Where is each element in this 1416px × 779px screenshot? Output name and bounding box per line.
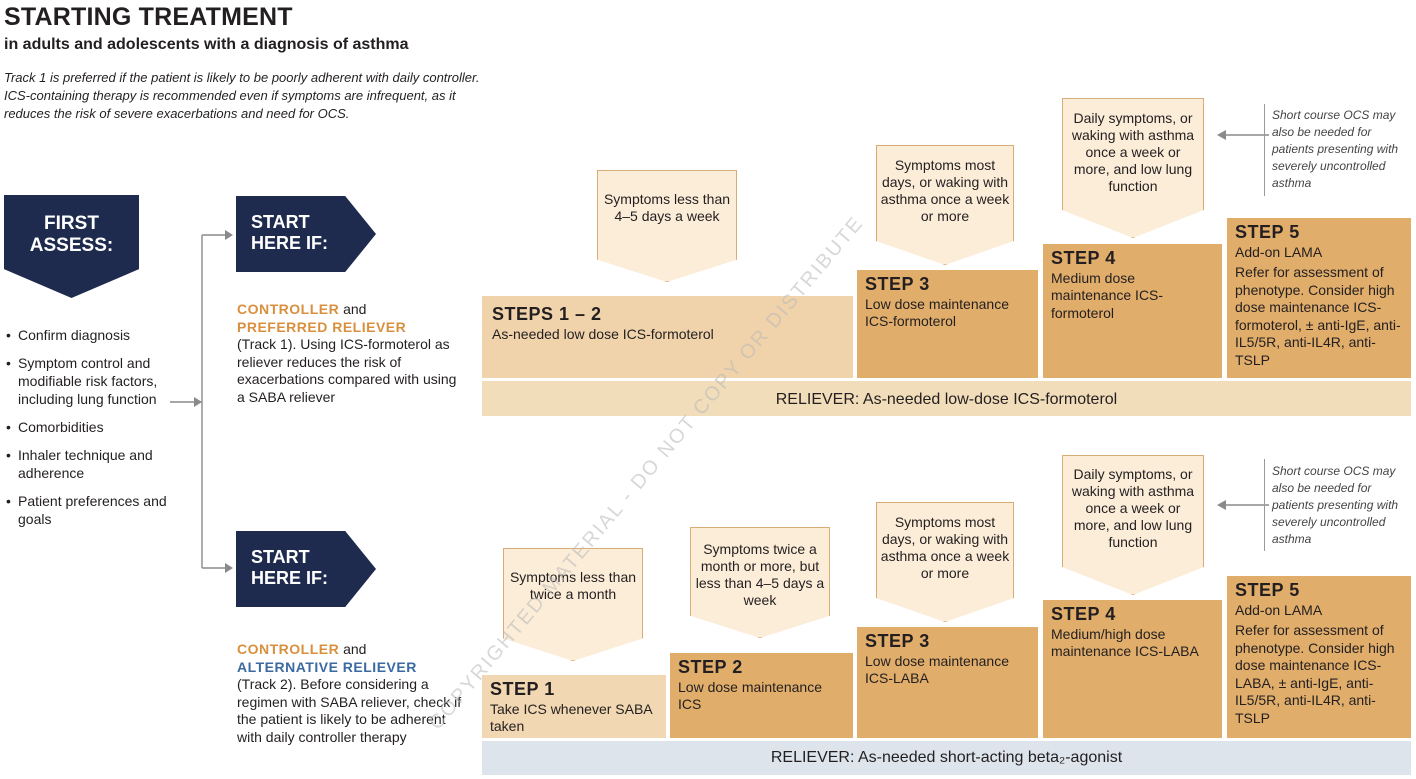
- list-item: Confirm diagnosis: [6, 326, 183, 344]
- track2-step2-box: STEP 2 Low dose maintenance ICS: [670, 653, 853, 738]
- track2-callout-step4-text: Daily symptoms, or waking with asthma on…: [1071, 466, 1195, 550]
- step-text: Low dose maintenance ICS-formoterol: [865, 295, 1009, 330]
- track1-reliever-bar: RELIEVER: As-needed low-dose ICS-formote…: [482, 381, 1411, 416]
- track1-and: and: [339, 301, 367, 317]
- start-here-banner-track1: START HERE IF:: [236, 196, 376, 272]
- step-text: Low dose maintenance ICS: [678, 678, 822, 713]
- step-label: STEP 4: [1051, 248, 1116, 268]
- track1-description: CONTROLLER and PREFERRED RELIEVER (Track…: [237, 301, 465, 406]
- track1-steps12-box: STEPS 1 – 2 As-needed low dose ICS-formo…: [482, 296, 853, 378]
- track2-description-text: (Track 2). Before considering a regimen …: [237, 676, 462, 745]
- track1-callout-step3-text: Symptoms most days, or waking with asthm…: [880, 157, 1010, 224]
- list-item: Patient preferences and goals: [6, 492, 183, 528]
- intro-text: Track 1 is preferred if the patient is l…: [4, 69, 604, 123]
- track1-callout-steps12-text: Symptoms less than 4–5 days a week: [603, 191, 731, 224]
- page-subtitle: in adults and adolescents with a diagnos…: [4, 36, 409, 53]
- track2-controller-label: CONTROLLER: [237, 641, 340, 657]
- track2-step4-box: STEP 4 Medium/high dose maintenance ICS-…: [1043, 600, 1222, 738]
- track2-callout-step4: [1062, 455, 1204, 595]
- track2-callout-step3: [876, 502, 1014, 622]
- track1-ocs-rule: [1264, 104, 1265, 196]
- first-assess-list: Confirm diagnosis Symptom control and mo…: [4, 326, 183, 538]
- track2-callout-step1-text: Symptoms less than twice a month: [509, 569, 637, 602]
- start-here-banner-track2: START HERE IF:: [236, 531, 376, 607]
- page-title: STARTING TREATMENT: [4, 3, 293, 31]
- step-label: STEP 1: [490, 679, 555, 699]
- intro-line: Track 1 is preferred if the patient is l…: [4, 70, 480, 85]
- step-text: Refer for assessment of phenotype. Consi…: [1235, 264, 1401, 368]
- track1-callout-step4-text: Daily symptoms, or waking with asthma on…: [1071, 110, 1195, 194]
- intro-line: ICS-containing therapy is recommended ev…: [4, 88, 456, 103]
- step-label: STEP 3: [865, 631, 930, 651]
- track2-and: and: [339, 641, 367, 657]
- track2-reliever-bar: RELIEVER: As-needed short-acting beta₂-a…: [482, 741, 1411, 775]
- list-item: Symptom control and modifiable risk fact…: [6, 354, 183, 408]
- step-text: Medium dose maintenance ICS-formoterol: [1051, 269, 1164, 321]
- list-item: Comorbidities: [6, 418, 183, 436]
- track1-callout-step3: [876, 145, 1014, 265]
- step-text: Medium/high dose maintenance ICS-LABA: [1051, 625, 1199, 660]
- track1-controller-label: CONTROLLER: [237, 301, 340, 317]
- track1-reliever-label: PREFERRED RELIEVER: [237, 318, 407, 335]
- track2-step5-box: STEP 5 Add-on LAMA Refer for assessment …: [1227, 576, 1411, 738]
- step-label: STEP 5: [1235, 222, 1300, 242]
- step-label: STEP 2: [678, 657, 743, 677]
- track1-step5-box: STEP 5 Add-on LAMA Refer for assessment …: [1227, 218, 1411, 378]
- track1-callout-step4: [1062, 98, 1204, 238]
- track2-description: CONTROLLER and ALTERNATIVE RELIEVER (Tra…: [237, 641, 465, 746]
- track2-callout-step2-text: Symptoms twice a month or more, but less…: [695, 541, 825, 608]
- step-label: STEP 5: [1235, 580, 1300, 600]
- intro-line: reduces the risk of severe exacerbations…: [4, 106, 350, 121]
- step-text: Refer for assessment of phenotype. Consi…: [1235, 622, 1395, 726]
- step-label: STEP 3: [865, 274, 930, 294]
- track2-reliever-label: ALTERNATIVE RELIEVER: [237, 658, 417, 675]
- start-here-line1: START: [251, 547, 310, 567]
- step-label: STEP 4: [1051, 604, 1116, 624]
- track2-step1-box: STEP 1 Take ICS whenever SABA taken: [482, 675, 666, 738]
- track2-ocs-arrow: [1217, 500, 1269, 510]
- track1-description-text: (Track 1). Using ICS-formoterol as relie…: [237, 336, 457, 405]
- track1-step3-box: STEP 3 Low dose maintenance ICS-formoter…: [857, 270, 1038, 378]
- start-here-line2: HERE IF:: [251, 233, 329, 253]
- track2-callout-step2: [690, 527, 830, 638]
- start-here-line2: HERE IF:: [251, 568, 329, 588]
- list-item: Inhaler technique and adherence: [6, 446, 183, 482]
- first-assess-banner: FIRST ASSESS:: [4, 195, 139, 298]
- track2-step3-box: STEP 3 Low dose maintenance ICS-LABA: [857, 627, 1038, 738]
- step-text: As-needed low dose ICS-formoterol: [492, 325, 714, 342]
- branch-connector: [170, 230, 233, 573]
- track1-ocs-note: Short course OCS may also be needed for …: [1272, 108, 1399, 190]
- step-text: Take ICS whenever SABA taken: [490, 700, 652, 735]
- track2-ocs-note: Short course OCS may also be needed for …: [1272, 464, 1399, 546]
- track1-step4-box: STEP 4 Medium dose maintenance ICS-formo…: [1043, 244, 1222, 378]
- step-text: Add-on LAMA: [1235, 243, 1323, 260]
- track1-ocs-arrow: [1217, 130, 1269, 140]
- step-text: Add-on LAMA: [1235, 601, 1323, 618]
- first-assess-line2: ASSESS:: [29, 235, 114, 256]
- step-label: STEPS 1 – 2: [492, 304, 602, 324]
- track2-ocs-rule: [1264, 459, 1265, 551]
- track2-callout-step1: [503, 548, 643, 661]
- step-text: Low dose maintenance ICS-LABA: [865, 652, 1009, 687]
- track2-callout-step3-text: Symptoms most days, or waking with asthm…: [880, 514, 1010, 581]
- first-assess-line1: FIRST: [44, 213, 99, 234]
- start-here-line1: START: [251, 212, 310, 232]
- track1-callout-steps12: [597, 170, 737, 282]
